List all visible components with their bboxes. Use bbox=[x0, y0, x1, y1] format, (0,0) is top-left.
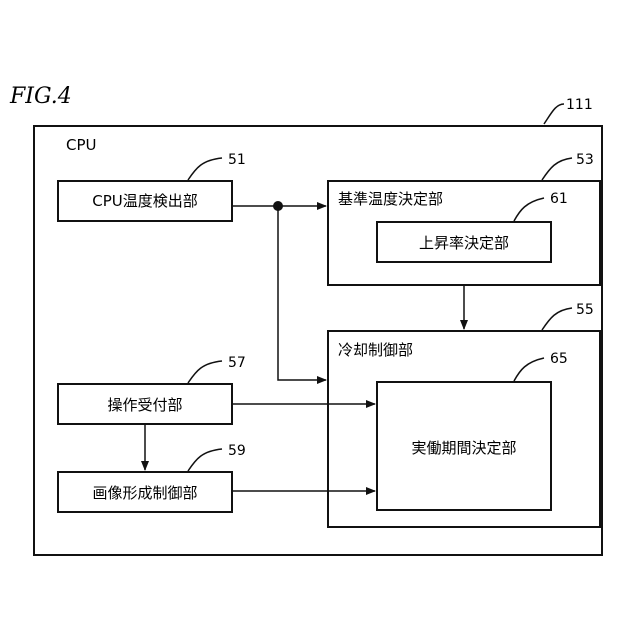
actual-period-decide-label: 実働期間決定部 bbox=[411, 439, 516, 457]
ref-111: 111 bbox=[566, 97, 593, 113]
figure-label: FIG.4 bbox=[9, 84, 72, 109]
ref-temp-decide-label: 基準温度決定部 bbox=[338, 190, 443, 208]
ref-53: 53 bbox=[576, 152, 594, 168]
ref-65: 65 bbox=[550, 351, 568, 367]
ref-59: 59 bbox=[228, 443, 246, 459]
operation-reception-label: 操作受付部 bbox=[107, 396, 182, 414]
ref-leader-111 bbox=[544, 104, 564, 124]
ref-57: 57 bbox=[228, 355, 246, 371]
cooling-control-label: 冷却制御部 bbox=[338, 341, 413, 359]
rise-rate-decide-label: 上昇率決定部 bbox=[419, 234, 509, 252]
cpu-temp-detect-label: CPU温度検出部 bbox=[92, 192, 198, 210]
image-formation-control-label: 画像形成制御部 bbox=[92, 484, 197, 502]
ref-51: 51 bbox=[228, 152, 246, 168]
cpu-title: CPU bbox=[66, 136, 97, 154]
ref-55: 55 bbox=[576, 302, 594, 318]
ref-61: 61 bbox=[550, 191, 568, 207]
